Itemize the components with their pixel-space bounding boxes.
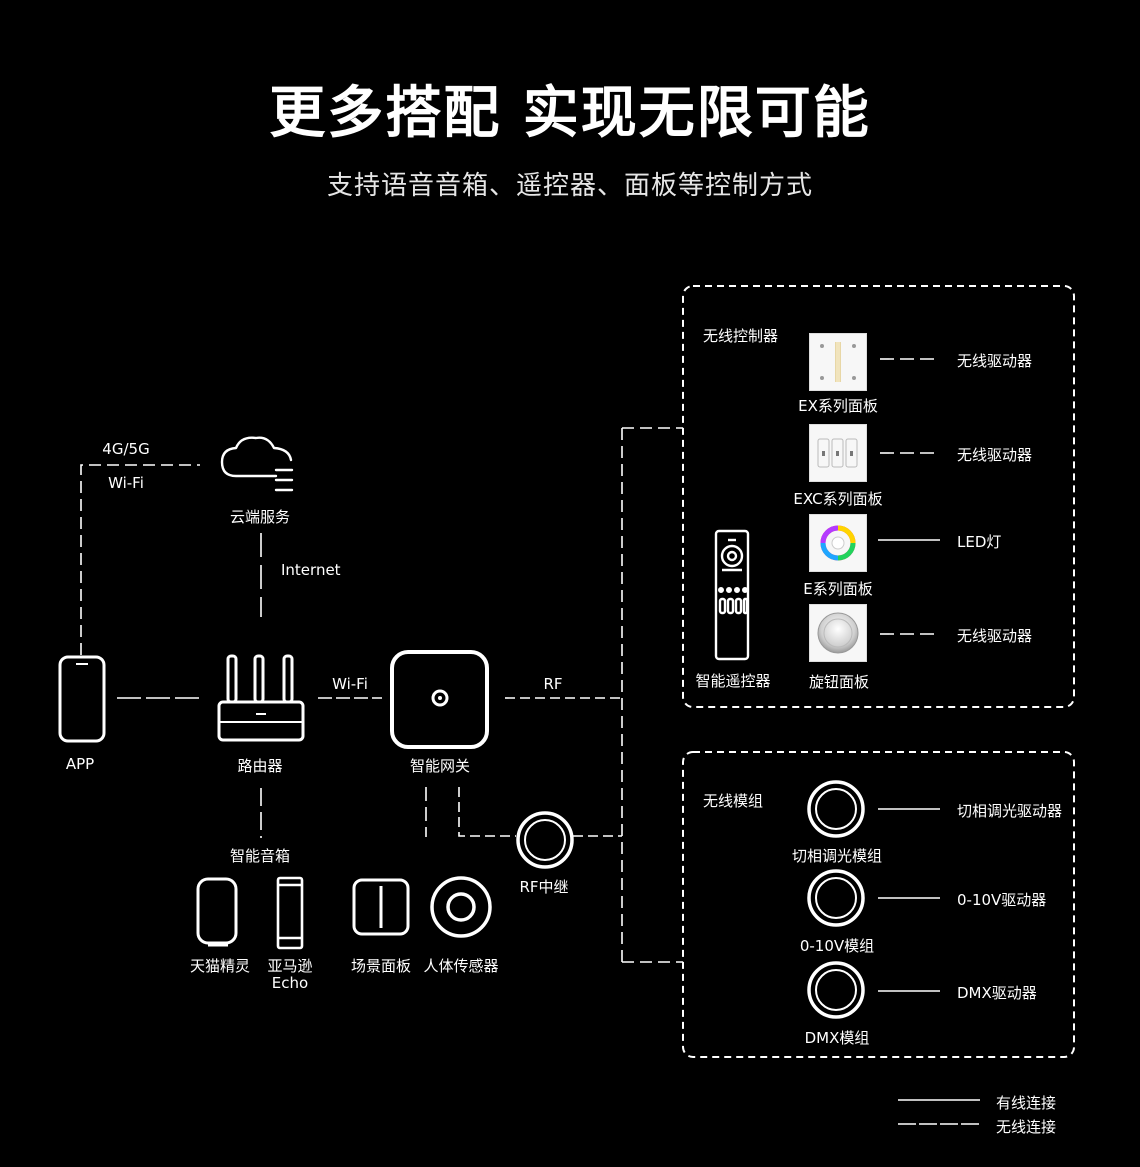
scene-panel-icon [352,878,410,936]
cloud-icon [220,436,294,492]
app-cloud-link [80,464,200,655]
gateway-relay-link [458,787,516,837]
exc-panel-image [809,424,867,482]
net-wifi-label: Wi-Fi [108,474,144,492]
module-group-title: 无线模组 [703,792,764,810]
rf-relay-label: RF中继 [519,878,569,896]
ex-panel-slider-icon [820,342,856,382]
module-group-box [682,751,1075,1058]
color-wheel-icon [820,525,856,561]
remote-icon [714,529,750,661]
knob-icon [817,612,859,654]
amazon-label-1: 亚马逊 [267,957,313,975]
scene-panel-label: 场景面板 [350,957,412,975]
router-icon [217,654,305,742]
app-label: APP [65,755,95,773]
e-target-label: LED灯 [957,533,1002,551]
internet-label: Internet [281,561,341,579]
ex-target-label: 无线驱动器 [957,352,1033,370]
knob-panel-image [809,604,867,662]
legend-wireless-label: 无线连接 [996,1118,1057,1136]
controller-group-box [682,285,1075,708]
net-4g-label: 4G/5G [102,440,150,458]
tmall-speaker-icon [196,877,238,947]
exc-panel-label: EXC系列面板 [793,490,883,508]
legend-wired-label: 有线连接 [996,1094,1057,1112]
v010-module-label: 0-10V模组 [799,937,875,955]
amazon-echo-icon [276,876,304,950]
router-label: 路由器 [237,757,283,775]
body-sensor-icon [430,876,492,938]
page-subtitle: 支持语音音箱、遥控器、面板等控制方式 [326,171,813,201]
wifi-link-label: Wi-Fi [332,675,368,693]
v010-module-icon [807,869,865,927]
gateway-icon [390,650,489,749]
dmx-module-label: DMX模组 [804,1029,870,1047]
exc-target-label: 无线驱动器 [957,446,1033,464]
phase-module-icon [807,780,865,838]
exc-panel-switch-icon [817,438,858,468]
phase-target-label: 切相调光驱动器 [957,802,1063,820]
phase-module-label: 切相调光模组 [791,847,883,865]
rf-relay-icon [516,811,574,869]
dmx-target-label: DMX驱动器 [957,984,1037,1002]
knob-target-label: 无线驱动器 [957,627,1033,645]
rf-link-label: RF [543,675,563,693]
dmx-module-icon [807,961,865,1019]
e-panel-label: E系列面板 [803,580,873,598]
ex-panel-label: EX系列面板 [798,397,878,415]
remote-label: 智能遥控器 [695,672,771,690]
knob-panel-label: 旋钮面板 [808,673,870,691]
controller-group-title: 无线控制器 [703,327,779,345]
e-panel-image [809,514,867,572]
amazon-label-2: Echo [271,974,309,992]
tmall-label: 天猫精灵 [189,957,251,975]
page-title: 更多搭配 实现无限可能 [269,81,871,146]
gateway-label: 智能网关 [409,757,471,775]
body-sensor-label: 人体传感器 [423,957,499,975]
v010-target-label: 0-10V驱动器 [957,891,1047,909]
speaker-group-label: 智能音箱 [229,847,291,865]
ex-panel-image [809,333,867,391]
phone-icon [58,655,106,743]
cloud-label: 云端服务 [229,508,291,526]
